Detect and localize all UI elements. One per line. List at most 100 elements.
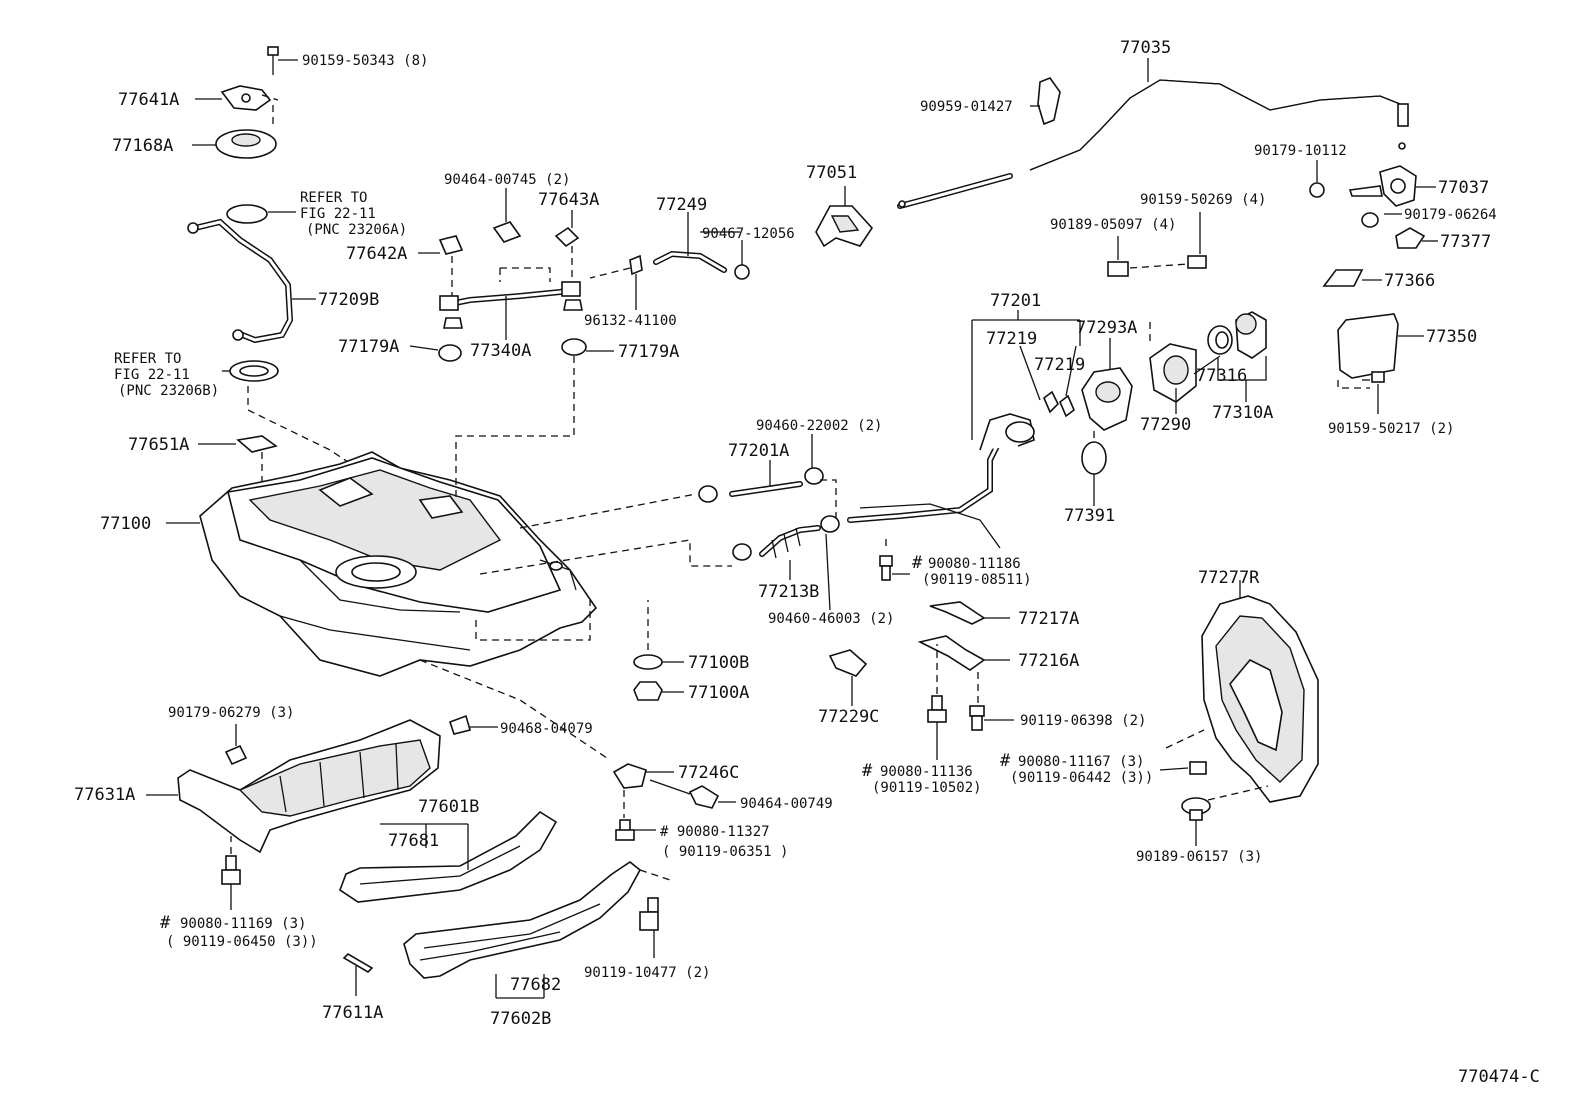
hose-77249	[653, 212, 740, 273]
label-77366: 77366	[1384, 271, 1435, 291]
label-90080-11169: 90080-11169 (3)	[180, 916, 306, 932]
bracket-77229C	[828, 649, 868, 706]
clip-90464-00749	[649, 779, 736, 809]
bolt-90080-11327	[615, 819, 656, 841]
bolt-90080-11136	[927, 644, 947, 760]
cable-77035	[897, 58, 1409, 209]
label-77209B: 77209B	[318, 290, 379, 310]
label-77216A: 77216A	[1018, 651, 1079, 671]
label-refer-a-1: REFER TO	[300, 190, 367, 206]
bolt-90080-11186	[879, 534, 910, 581]
label-90159-50269: 90159-50269 (4)	[1140, 192, 1266, 208]
label-77213B: 77213B	[758, 582, 819, 602]
bolt-90159-50269	[1187, 212, 1207, 269]
label-77035: 77035	[1120, 38, 1171, 58]
label-77651A: 77651A	[128, 435, 189, 455]
label-90460-46003: 90460-46003 (2)	[768, 611, 894, 627]
label-77201A: 77201A	[728, 441, 789, 461]
nut-90179-10112	[1309, 160, 1325, 198]
clip-77643A	[554, 210, 580, 248]
label-90189-06157: 90189-06157 (3)	[1136, 849, 1262, 865]
lid-lock-77037	[1348, 165, 1436, 207]
label-77611A: 77611A	[322, 1003, 383, 1023]
label-90467-12056: 90467-12056	[702, 226, 795, 242]
diagram-id: 770474-C	[1458, 1067, 1540, 1087]
label-refer-b-1: REFER TO	[114, 351, 181, 367]
label-90119-06442: (90119-06442 (3))	[1010, 770, 1153, 786]
clamp-90460-46003	[732, 515, 840, 611]
clamp-90467-12056	[734, 240, 750, 280]
label-77391: 77391	[1064, 506, 1115, 526]
label-77682: 77682	[510, 975, 561, 995]
clip-90468-04079	[419, 659, 611, 761]
label-77642A: 77642A	[346, 244, 407, 264]
clamp-90460-22002	[698, 434, 837, 528]
label-77631A: 77631A	[74, 785, 135, 805]
label-77377: 77377	[1440, 232, 1491, 252]
bracket-77217A	[929, 601, 1010, 625]
strap-77601B	[339, 810, 558, 903]
label-77219-b: 77219	[1034, 355, 1085, 375]
fuel-tank-77100	[166, 451, 598, 677]
bracket-77216A	[917, 635, 1010, 704]
label-77246C: 77246C	[678, 763, 739, 783]
clip-90189-06157	[1181, 797, 1211, 846]
label-hash-4: #	[160, 913, 171, 933]
bolt-90080-11169	[221, 836, 241, 910]
part-labels: 90159-50343 (8) 77641A 77168A REFER TO F…	[74, 38, 1540, 1087]
label-77100B: 77100B	[688, 653, 749, 673]
label-90464-00745: 90464-00745 (2)	[444, 172, 570, 188]
label-77316: 77316	[1196, 366, 1247, 386]
nut-90189-05097	[1107, 236, 1189, 277]
label-90159-50343: 90159-50343 (8)	[302, 53, 428, 69]
label-90119-08511: (90119-08511)	[922, 572, 1032, 588]
bracket-77051	[815, 186, 874, 248]
bolt-90080-11167	[1159, 761, 1207, 775]
plug-96132-41100	[589, 254, 643, 310]
label-refer-b-3: (PNC 23206B)	[118, 383, 219, 399]
label-77249: 77249	[656, 195, 707, 215]
label-77293A: 77293A	[1076, 318, 1137, 338]
label-90119-06450: ( 90119-06450 (3))	[166, 934, 318, 950]
label-77219-a: 77219	[986, 329, 1037, 349]
label-90119-06398: 90119-06398 (2)	[1020, 713, 1146, 729]
label-90468-04079: 90468-04079	[500, 721, 593, 737]
label-hash-1: #	[912, 553, 923, 573]
label-90460-22002: 90460-22002 (2)	[756, 418, 882, 434]
label-90464-00749: 90464-00749	[740, 796, 833, 812]
housing-77290	[1149, 322, 1197, 414]
label-refer-a-3: (PNC 23206A)	[306, 222, 407, 238]
label-77217A: 77217A	[1018, 609, 1079, 629]
bolt-90119-10477	[639, 897, 659, 958]
label-77179A-right: 77179A	[618, 342, 679, 362]
clip-77219-b	[1059, 320, 1081, 418]
hose-77213B	[759, 525, 821, 580]
label-90080-11136: 90080-11136	[880, 764, 973, 780]
label-90080-11327: # 90080-11327	[660, 824, 770, 840]
label-77051: 77051	[806, 163, 857, 183]
label-77201: 77201	[990, 291, 1041, 311]
gauge-bracket-77641A	[195, 85, 279, 111]
screw-90159-50217	[1362, 371, 1385, 414]
pad-77651A	[198, 435, 278, 490]
label-hash-2: #	[862, 761, 873, 781]
label-77601B: 77601B	[418, 797, 479, 817]
grommet-77179A-right	[455, 338, 614, 500]
gasket-77168A	[192, 105, 277, 159]
label-96132-41100: 96132-41100	[584, 313, 677, 329]
gasket-77316	[1193, 325, 1233, 375]
bolt-90159-50343	[267, 46, 298, 75]
label-90119-10502: (90119-10502)	[872, 780, 982, 796]
clip-77219-a	[1019, 345, 1059, 414]
label-77179A-left: 77179A	[338, 337, 399, 357]
label-90179-10112: 90179-10112	[1254, 143, 1347, 159]
clip-77246C	[612, 763, 674, 818]
label-77310A: 77310A	[1212, 403, 1273, 423]
filler-pipe-77201	[847, 310, 1080, 549]
hose-connection-dashes	[475, 493, 732, 641]
screw-90179-06264	[1361, 212, 1402, 228]
label-77641A: 77641A	[118, 90, 179, 110]
filler-neck-77293A	[1081, 338, 1133, 431]
